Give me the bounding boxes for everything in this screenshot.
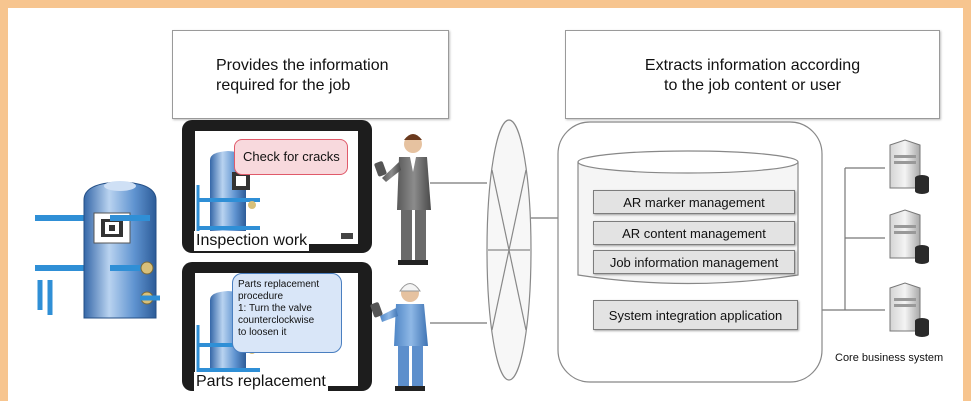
callout-provides-info-line-2: required for the job [216,77,351,94]
network-icon [486,119,532,381]
parts-replacement-label: Parts replacement [194,372,328,392]
parts-bubble-line-3: 1: Turn the valve [238,303,312,314]
server-icon-3 [889,282,929,337]
module-ar-marker: AR marker management [593,190,795,214]
inspection-work-label: Inspection work [194,231,310,251]
module-job-information: Job information management [593,250,795,274]
callout-extracts-info-line-1: Extracts information according [644,57,861,74]
module-ar-content: AR content management [593,221,795,245]
module-system-integration: System integration application [593,300,798,330]
check-for-cracks-bubble: Check for cracks [234,139,348,175]
parts-bubble-line-4: counterclockwise [238,315,315,326]
server-icon-2 [889,209,929,264]
diagram-graphics [35,119,929,391]
parts-replacement-bubble: Parts replacement procedure 1: Turn the … [232,273,342,353]
callout-provides-info: Provides the information required for th… [172,30,449,119]
server-icon-1 [889,139,929,194]
parts-bubble-line-1: Parts replacement [238,279,320,290]
parts-bubble-line-2: procedure [238,291,284,302]
parts-bubble-line-5: to loosen it [238,327,287,338]
core-business-system-label: Core business system [835,352,944,364]
storage-tank-icon [35,181,160,319]
inspector-person-icon [374,134,431,265]
callout-provides-info-line-1: Provides the information [216,57,389,74]
worker-person-icon [370,283,428,391]
callout-extracts-info-line-2: to the job content or user [664,77,841,94]
check-for-cracks-text: Check for cracks [243,149,340,164]
callout-extracts-info: Extracts information according to the jo… [565,30,940,119]
